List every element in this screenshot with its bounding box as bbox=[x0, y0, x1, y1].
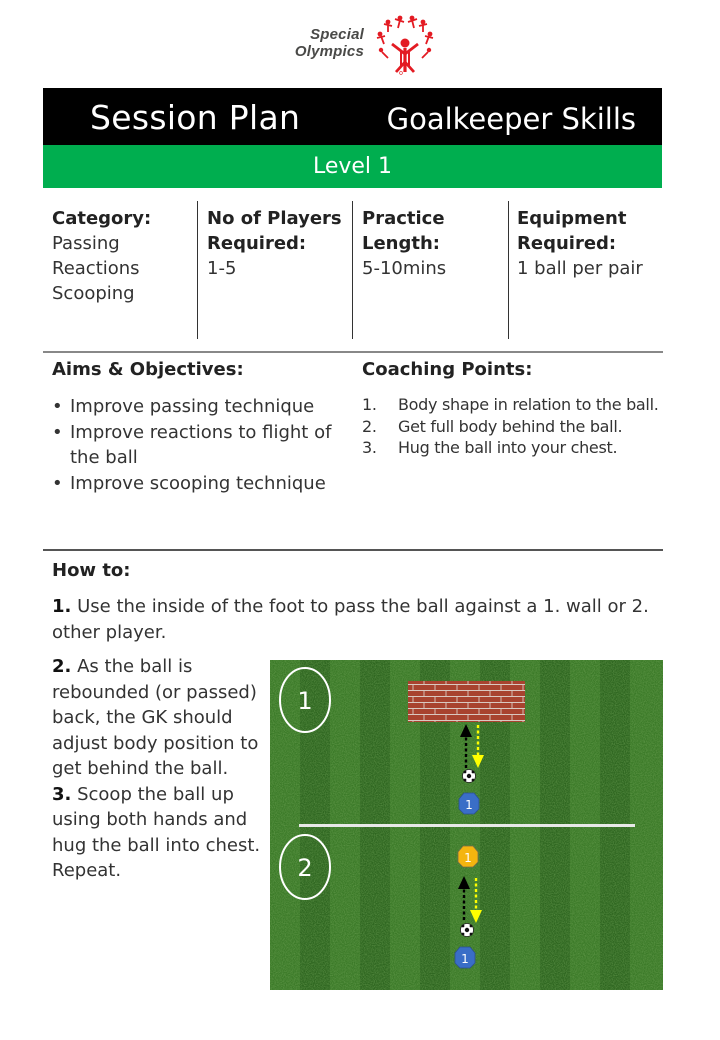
aims-item: Improve scooping technique bbox=[52, 471, 352, 497]
level-line-right bbox=[403, 308, 635, 310]
info-value: Scooping bbox=[52, 283, 135, 304]
info-players: No of Players Required: 1-5 bbox=[207, 206, 352, 281]
howto-step-2: 2. As the ball is rebounded (or passed) … bbox=[52, 654, 264, 782]
info-value: Passing bbox=[52, 233, 120, 254]
brick-wall bbox=[408, 681, 525, 722]
section-2-circle bbox=[279, 834, 331, 900]
step-number: 2. bbox=[52, 656, 72, 677]
step-text: As the ball is rebounded (or passed) bac… bbox=[52, 656, 259, 779]
howto-repeat: Repeat. bbox=[52, 860, 122, 881]
coaching-list: 1. Body shape in relation to the ball. 2.… bbox=[362, 394, 662, 459]
svg-text:1: 1 bbox=[464, 851, 472, 865]
step-text: Scoop the ball up using both hands and h… bbox=[52, 783, 261, 856]
column-divider bbox=[352, 201, 353, 339]
info-value: 1-5 bbox=[207, 258, 237, 279]
column-divider bbox=[197, 201, 198, 339]
level-line-left bbox=[74, 308, 308, 310]
page-subtitle: Goalkeeper Skills bbox=[386, 102, 636, 136]
section-divider bbox=[43, 351, 663, 353]
howto-title: How to: bbox=[52, 560, 131, 581]
howto-step-1: 1. Use the inside of the foot to pass th… bbox=[52, 594, 657, 645]
step-text: Use the inside of the foot to pass the b… bbox=[52, 596, 649, 643]
logo-wordmark: Special Olympics bbox=[272, 26, 364, 60]
aims-list: Improve passing technique Improve reacti… bbox=[52, 394, 352, 496]
section-2-label: 2 bbox=[297, 854, 312, 882]
info-value: 5-10mins bbox=[362, 258, 447, 279]
info-value: Reactions bbox=[52, 258, 140, 279]
svg-text:1: 1 bbox=[461, 952, 469, 966]
blue-cone-marker bbox=[458, 792, 480, 815]
coaching-item: 3. Hug the ball into your chest. bbox=[362, 437, 662, 459]
coaching-text: Hug the ball into your chest. bbox=[398, 438, 618, 457]
column-divider bbox=[508, 201, 509, 339]
football-icon bbox=[460, 923, 474, 937]
info-label: Equipment bbox=[517, 208, 627, 229]
level-label: Level 1 bbox=[312, 154, 393, 179]
drill-diagram: 1 1 2 1 bbox=[270, 660, 663, 990]
info-label: Length: bbox=[362, 233, 440, 254]
aims-item: Improve reactions to flight of the ball bbox=[52, 420, 352, 471]
coaching-number: 2. bbox=[362, 416, 377, 436]
coaching-item: 1. Body shape in relation to the ball. bbox=[362, 394, 662, 416]
blue-cone-marker bbox=[454, 946, 476, 969]
level-bar: Level 1 bbox=[43, 145, 662, 310]
section-divider bbox=[43, 549, 663, 551]
yellow-cone-marker bbox=[457, 845, 479, 868]
info-label: Practice bbox=[362, 208, 445, 229]
special-olympics-emblem-icon bbox=[376, 15, 434, 75]
coaching-text: Body shape in relation to the ball. bbox=[398, 395, 659, 414]
info-label: Required: bbox=[207, 233, 307, 254]
section-1-circle bbox=[279, 667, 331, 733]
page-title: Session Plan bbox=[90, 98, 301, 137]
section-1-label: 1 bbox=[297, 687, 312, 715]
step-number: 1. bbox=[52, 596, 72, 617]
aims-title: Aims & Objectives: bbox=[52, 359, 244, 380]
coaching-number: 1. bbox=[362, 395, 377, 414]
logo-line-2: Olympics bbox=[294, 43, 364, 60]
coaching-text: Get full body behind the ball. bbox=[398, 416, 623, 436]
info-length: Practice Length: 5-10mins bbox=[362, 206, 502, 281]
info-equipment: Equipment Required: 1 ball per pair bbox=[517, 206, 667, 281]
info-label: Required: bbox=[517, 233, 617, 254]
howto-step-3: 3. Scoop the ball up using both hands an… bbox=[52, 782, 264, 859]
howto-steps-2-3: 2. As the ball is rebounded (or passed) … bbox=[52, 654, 264, 884]
coaching-title: Coaching Points: bbox=[362, 359, 533, 380]
svg-text:1: 1 bbox=[465, 798, 473, 812]
coaching-number: 3. bbox=[362, 438, 377, 457]
aims-item: Improve passing technique bbox=[52, 394, 352, 420]
coaching-item: 2. Get full body behind the ball. bbox=[362, 416, 662, 438]
logo-line-1: Special bbox=[310, 26, 364, 43]
header-bar bbox=[43, 88, 662, 145]
info-value: 1 ball per pair bbox=[517, 258, 643, 279]
pitch-divider bbox=[299, 824, 635, 827]
info-label: No of Players bbox=[207, 208, 342, 229]
step-number: 3. bbox=[52, 783, 72, 805]
pitch-illustration: 1 1 2 1 bbox=[270, 660, 663, 990]
info-category: Category: Passing Reactions Scooping bbox=[52, 206, 192, 306]
football-icon bbox=[462, 769, 476, 783]
info-label: Category: bbox=[52, 208, 152, 229]
